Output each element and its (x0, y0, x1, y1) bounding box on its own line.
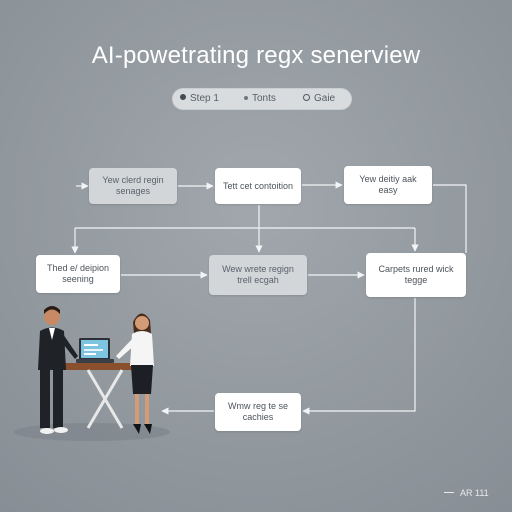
step-2[interactable]: Tonts (244, 88, 276, 110)
step-1[interactable]: Step 1 (180, 88, 219, 110)
ring-icon (303, 94, 310, 101)
stepper-bar: Step 1 Tonts Gaie (172, 88, 352, 110)
flow-node-7[interactable]: Wmw reg te se cachies (215, 393, 301, 431)
laptop-icon (76, 338, 114, 363)
standing-desk (63, 363, 141, 429)
flow-node-4[interactable]: Thed e/ deipion seening (36, 255, 120, 293)
page-title: AI-powetrating regx senerview (91, 42, 421, 69)
dash-icon (444, 492, 454, 493)
step-2-label: Tonts (252, 93, 276, 104)
businesswoman-figure (116, 313, 154, 434)
step-1-label: Step 1 (190, 93, 219, 104)
footer-text: AR 111 (460, 488, 489, 498)
flow-node-1[interactable]: Yew clerd regin senages (89, 168, 177, 204)
businessman-figure (38, 306, 78, 434)
step-3-label: Gaie (314, 93, 336, 104)
flow-node-2[interactable]: Tett cet contoition (215, 168, 301, 204)
flow-node-3[interactable]: Yew deitiy aak easy (344, 166, 432, 204)
flow-node-5[interactable]: Wew wrete regign trell ecgah (209, 255, 307, 295)
active-dot-icon (180, 94, 186, 100)
flow-node-6[interactable]: Carpets rured wick tegge (366, 253, 466, 297)
footer-label: AR 111 (444, 488, 504, 498)
step-3[interactable]: Gaie (303, 88, 335, 110)
dot-icon (244, 96, 248, 100)
